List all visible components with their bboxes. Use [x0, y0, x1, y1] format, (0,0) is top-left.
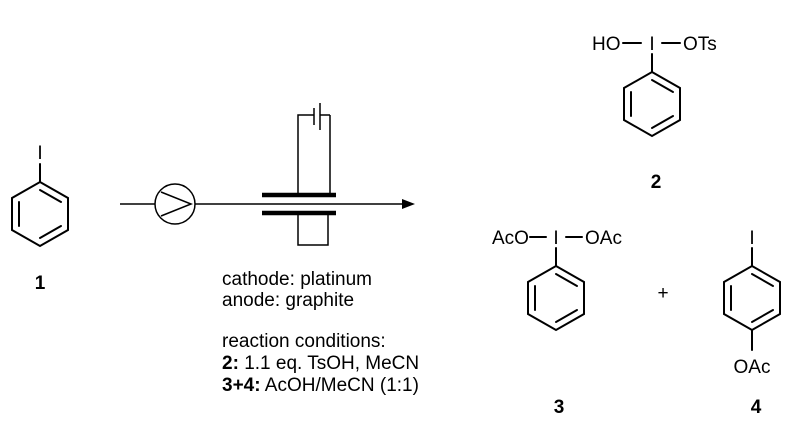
compound-4-number: 4 [751, 397, 762, 418]
compound-2-iodine-label: I [649, 34, 654, 55]
compound-3-structure: AcO I OAc 3 [492, 228, 622, 418]
ring-double-bond [39, 189, 62, 203]
anode-line: anode: graphite [222, 290, 354, 311]
compound-2-right-group: OTs [683, 34, 717, 55]
condition-row-label: 3+4: [222, 375, 261, 396]
compound-3-number: 3 [554, 397, 565, 418]
lower-wire [297, 215, 329, 246]
condition-row: 2: 1.1 eq. TsOH, MeCN [222, 353, 419, 374]
condition-row-text: AcOH/MeCN (1:1) [265, 375, 419, 396]
benzene-ring [11, 180, 69, 248]
compound-4-bottom-group: OAc [734, 357, 771, 378]
compound-4-structure: I OAc 4 [723, 228, 781, 418]
compound-2-number: 2 [651, 172, 662, 193]
ring-double-bond [751, 273, 774, 287]
compound-3-left-group: AcO [492, 228, 529, 249]
cathode-line: cathode: platinum [222, 269, 372, 290]
ring-double-bond [39, 225, 62, 239]
compound-4-iodine-label: I [749, 228, 754, 249]
compound-2-structure: HO I OTs 2 [592, 34, 717, 193]
compound-2-left-group: HO [592, 34, 621, 55]
pump-icon [154, 183, 196, 225]
ring-double-bond [651, 79, 674, 93]
conditions-heading: reaction conditions: [222, 331, 386, 352]
upper-wire [297, 114, 304, 193]
compound-1-number: 1 [35, 273, 46, 294]
compound-3-right-group: OAc [585, 228, 622, 249]
cathode-label: cathode: [222, 269, 295, 290]
cathode-value: platinum [300, 269, 372, 290]
flow-arrow-head [402, 199, 415, 209]
ring-double-bond [751, 309, 774, 323]
compound-1-structure: I 1 [11, 143, 69, 294]
condition-row-text: 1.1 eq. TsOH, MeCN [244, 353, 419, 374]
compound-3-iodine-label: I [553, 228, 558, 249]
anode-label: anode: [222, 290, 280, 311]
ring-double-bond [555, 273, 578, 287]
plus-sign: + [657, 283, 668, 304]
anode-value: graphite [285, 290, 354, 311]
ring-double-bond [555, 309, 578, 323]
battery-icon [304, 103, 330, 130]
compound-1-iodine-label: I [37, 143, 42, 164]
benzene-ring [527, 264, 585, 332]
benzene-ring [723, 264, 781, 332]
condition-row: 3+4: AcOH/MeCN (1:1) [222, 375, 419, 396]
flow-electrolysis-apparatus [120, 103, 415, 246]
condition-row-label: 2: [222, 353, 239, 374]
benzene-ring [623, 70, 681, 138]
ring-double-bond [651, 115, 674, 129]
